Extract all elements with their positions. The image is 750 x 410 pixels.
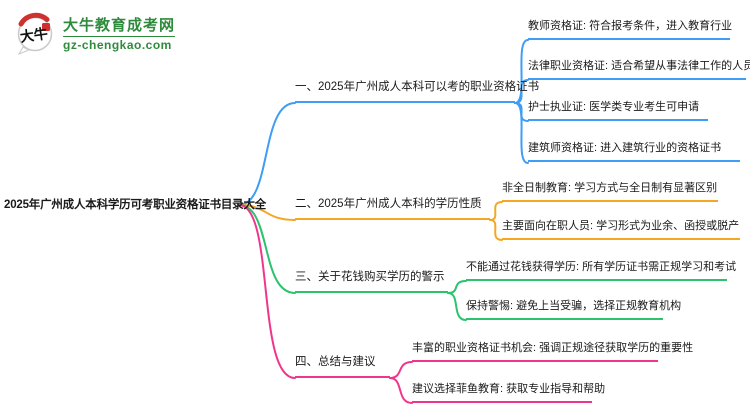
branch-3-leaf-1: 不能通过花钱获得学历: 所有学历证书需正规学习和考试 xyxy=(466,257,736,281)
branch-1-label: 一、2025年广州成人本科可以考的职业资格证书 xyxy=(295,77,539,103)
site-logo-link[interactable]: 大牛 大牛教育成考网 gz-chengkao.com xyxy=(14,12,176,56)
branch-4-leaf-1: 丰富的职业资格证书机会: 强调正规途径获取学历的重要性 xyxy=(412,338,693,362)
branch-1-leaf-3: 护士执业证: 医学类专业考生可申请 xyxy=(528,97,708,121)
branch-2-leaf-2: 主要面向在职人员: 学习形式为业余、函授或脱产 xyxy=(502,216,740,240)
mindmap-root-node: 2025年广州成人本科学历可考职业资格证书目录大全 xyxy=(4,199,267,211)
branch-1-leaf-4: 建筑师资格证: 进入建筑行业的资格证书 xyxy=(528,138,740,162)
site-divider xyxy=(63,36,176,37)
branch-2-label: 二、2025年广州成人本科的学历性质 xyxy=(295,194,490,220)
svg-text:大牛: 大牛 xyxy=(19,25,49,45)
branch-1-leaf-1: 教师资格证: 符合报考条件，进入教育行业 xyxy=(528,16,732,40)
daniu-logo-icon: 大牛 xyxy=(17,12,53,55)
branch-3-leaf-2: 保持警惕: 避免上当受骗，选择正规教育机构 xyxy=(466,296,681,320)
site-title-block: 大牛教育成考网 gz-chengkao.com xyxy=(63,16,176,52)
branch-4-leaf-2: 建议选择菲鱼教育: 获取专业指导和帮助 xyxy=(412,379,605,403)
branch-4-label: 四、总结与建议 xyxy=(295,352,390,378)
site-domain: gz-chengkao.com xyxy=(63,38,172,52)
branch-3-label: 三、关于花钱购买学历的警示 xyxy=(295,267,448,293)
site-name: 大牛教育成考网 xyxy=(63,17,176,34)
branch-2-leaf-1: 非全日制教育: 学习方式与全日制有显著区别 xyxy=(502,178,718,202)
branch-1-leaf-2: 法律职业资格证: 适合希望从事法律工作的人员 xyxy=(528,56,750,80)
